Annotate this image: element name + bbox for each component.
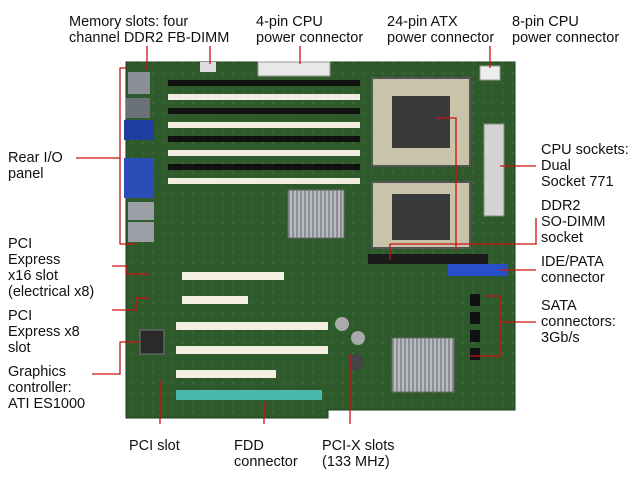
rear-io-ports	[124, 72, 154, 242]
label-pcie-x16: PCI Express x16 slot (electrical x8)	[8, 236, 95, 300]
southbridge-heatsink	[391, 337, 455, 393]
leader-lines	[76, 46, 537, 424]
chipset-heatsink	[287, 189, 345, 239]
label-cpu-sockets: CPU sockets: Dual Socket 771	[541, 142, 629, 190]
label-24pin-atx-power: 24-pin ATX power connector	[387, 14, 495, 46]
label-4pin-cpu-power: 4-pin CPU power connector	[256, 14, 364, 46]
cpu-sockets	[371, 77, 471, 249]
label-pcix-slots: PCI-X slots (133 MHz)	[322, 438, 395, 470]
capacitors	[335, 317, 365, 370]
label-ddr2-sodimm: DDR2 SO-DIMM socket	[541, 198, 606, 246]
vrm-bank	[483, 123, 505, 217]
label-pci-slot: PCI slot	[129, 438, 180, 454]
sata-ports	[470, 294, 480, 360]
label-ide-pata: IDE/PATA connector	[541, 254, 605, 286]
label-graphics-controller: Graphics controller: ATI ES1000	[8, 364, 86, 412]
label-8pin-cpu-power: 8-pin CPU power connector	[512, 14, 620, 46]
ide-connector	[448, 264, 508, 276]
label-sata-connectors: SATA connectors: 3Gb/s	[541, 298, 616, 346]
label-rear-io-panel: Rear I/O panel	[8, 150, 63, 182]
label-pcie-x8: PCI Express x8 slot	[8, 308, 80, 356]
power-connectors	[200, 61, 501, 81]
memory-slots	[168, 80, 360, 184]
label-memory-slots: Memory slots: four channel DDR2 FB-DIMM	[69, 14, 230, 46]
expansion-slots	[176, 272, 328, 400]
label-fdd-connector: FDD connector	[234, 438, 298, 470]
graphics-chip	[139, 329, 165, 355]
sodimm-socket	[368, 254, 488, 264]
